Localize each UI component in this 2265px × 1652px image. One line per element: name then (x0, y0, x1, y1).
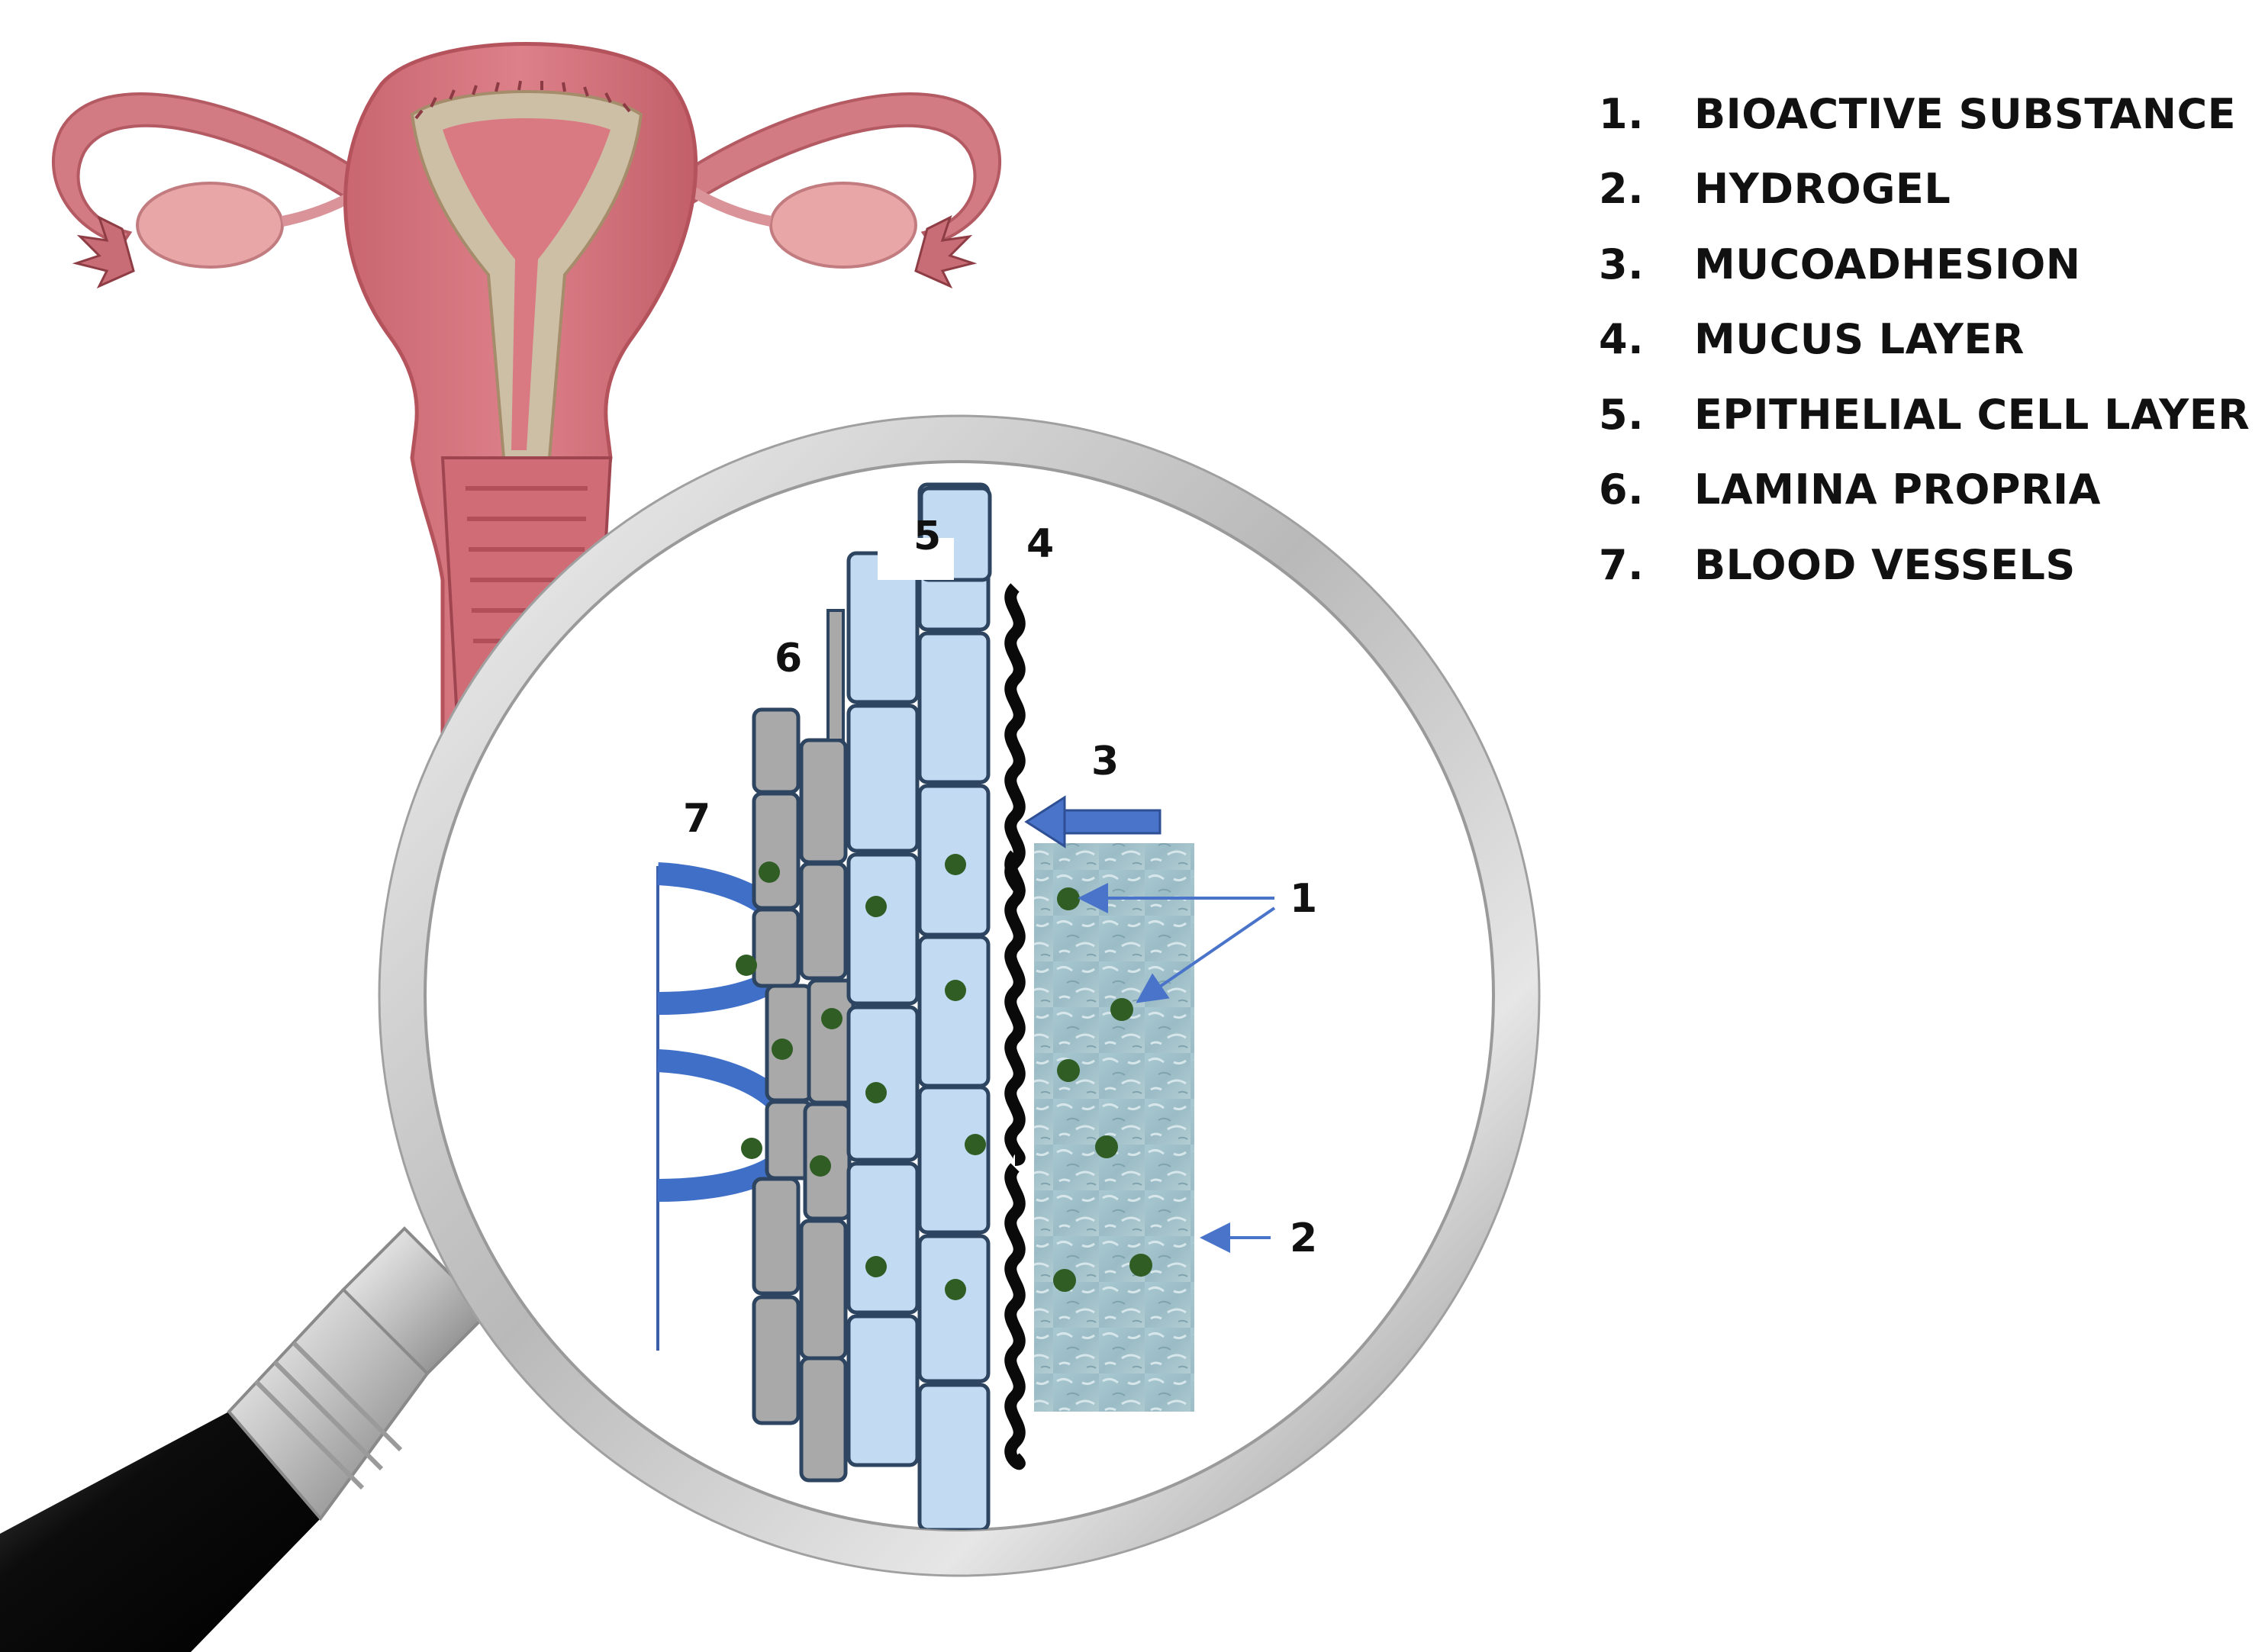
callout-5: 5 (913, 514, 941, 559)
legend-label: LAMINA PROPRIA (1694, 465, 2101, 514)
mucoadhesion-arrow (1024, 795, 1161, 849)
hydrogel-bioactive-dots (1053, 887, 1152, 1292)
callout-4: 4 (1026, 521, 1054, 567)
callout-1: 1 (1290, 876, 1317, 922)
legend-number: 1. (1599, 89, 1645, 138)
mucus-layer (1004, 583, 1026, 1470)
legend-number: 3. (1599, 240, 1645, 288)
legend-label: MUCOADHESION (1694, 240, 2081, 288)
legend-label: MUCUS LAYER (1694, 315, 2025, 364)
legend-label: BIOACTIVE SUBSTANCE (1694, 89, 2236, 138)
lamina-propria-cells (752, 707, 855, 1483)
left-ovary (136, 182, 284, 269)
legend-number: 7. (1599, 540, 1645, 589)
legend-label: HYDROGEL (1694, 165, 1951, 214)
epithelial-cells (846, 482, 991, 1530)
legend-item-mucus-layer: 4. MUCUS LAYER (1599, 302, 2255, 378)
legend-label: BLOOD VESSELS (1694, 540, 2076, 589)
callout-2: 2 (1290, 1216, 1317, 1261)
legend-number: 5. (1599, 390, 1645, 439)
hydrogel-block (1034, 843, 1194, 1412)
lamina-cell-top (826, 609, 845, 742)
callout-3: 3 (1091, 739, 1119, 784)
legend-item-lamina-propria: 6. LAMINA PROPRIA (1599, 452, 2255, 528)
legend-label: EPITHELIAL CELL LAYER (1694, 390, 2251, 439)
legend-number: 4. (1599, 315, 1645, 364)
label-box-5 (878, 538, 954, 580)
tissue-bioactive-dots (736, 854, 986, 1300)
uterus-illustration (52, 42, 1001, 752)
legend-number: 6. (1599, 465, 1645, 514)
legend-item-bioactive-substance: 1. BIOACTIVE SUBSTANCE (1599, 76, 2255, 152)
legend-item-epithelial-cell-layer: 5. EPITHELIAL CELL LAYER (1599, 377, 2255, 452)
legend-number: 2. (1599, 165, 1645, 214)
legend-item-blood-vessels: 7. BLOOD VESSELS (1599, 527, 2255, 603)
callout-6: 6 (775, 636, 802, 681)
legend: 1. BIOACTIVE SUBSTANCE 2. HYDROGEL 3. MU… (1599, 76, 2255, 603)
legend-item-hydrogel: 2. HYDROGEL (1599, 152, 2255, 227)
right-ovary (769, 182, 917, 269)
legend-item-mucoadhesion: 3. MUCOADHESION (1599, 227, 2255, 302)
callout-arrows (1078, 883, 1276, 1253)
callout-7: 7 (683, 796, 710, 842)
magnifier-handle (0, 1226, 491, 1652)
